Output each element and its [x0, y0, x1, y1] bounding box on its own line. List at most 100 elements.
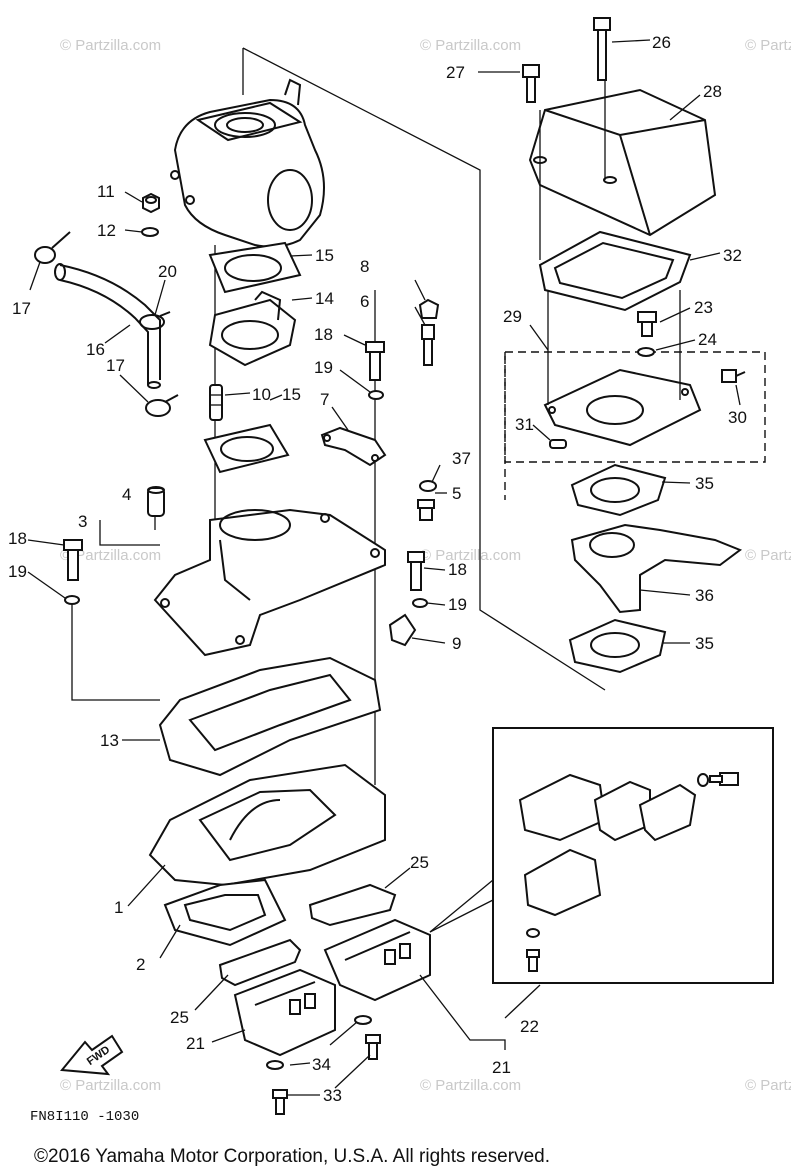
callout: 27	[446, 63, 465, 82]
gasket-2	[163, 878, 287, 947]
screw-33-right	[365, 1034, 381, 1060]
hose-clamp-20	[139, 311, 171, 330]
callout: 14	[315, 289, 334, 308]
callout: 25	[410, 853, 429, 872]
watermarks: © Partzilla.com © Partzilla.com © Partzi…	[60, 37, 791, 1094]
callout: 35	[695, 474, 714, 493]
reed-valve-21-right	[323, 918, 431, 1002]
group-29-dashed-box	[504, 351, 766, 463]
bolt-27	[522, 64, 540, 103]
callout: 7	[320, 390, 329, 409]
watermark: © Partzilla.com	[745, 547, 791, 564]
washer-34-left	[266, 1060, 284, 1070]
callout: 21	[186, 1034, 205, 1053]
callout: 17	[12, 299, 31, 318]
cap-8	[418, 298, 440, 319]
bolt-18-left	[63, 539, 83, 581]
watermark: © Partzilla.com	[745, 37, 791, 54]
callout: 18	[314, 325, 333, 344]
callout: 2	[136, 955, 145, 974]
washer-19-right	[412, 598, 428, 608]
callout: 32	[723, 246, 742, 265]
washer-34-right	[354, 1015, 372, 1025]
cover-28	[528, 88, 717, 237]
cylinder-part	[170, 78, 325, 248]
callout: 28	[703, 82, 722, 101]
callout: 19	[8, 562, 27, 581]
fwd-arrow: FWD	[60, 1034, 124, 1076]
bolt-18-upper	[365, 341, 385, 381]
assembly-outline-lines	[71, 47, 766, 785]
clip-9	[388, 613, 417, 647]
callout: 23	[694, 298, 713, 317]
reed-valve-detail-box	[492, 727, 774, 984]
watermark: © Partzilla.com	[420, 37, 521, 54]
screw-33-left	[272, 1089, 288, 1115]
copyright-notice: ©2016 Yamaha Motor Corporation, U.S.A. A…	[34, 1146, 550, 1167]
callout: 5	[452, 484, 461, 503]
watermark: © Partzilla.com	[420, 547, 521, 564]
silencer-base-29	[543, 368, 702, 447]
pin-31	[549, 439, 567, 449]
callout: 6	[360, 292, 369, 311]
callout: 20	[158, 262, 177, 281]
fitting-6	[421, 324, 435, 366]
dowel-10	[209, 384, 223, 421]
callout: 19	[314, 358, 333, 377]
callout: 30	[728, 408, 747, 427]
washer-37	[419, 480, 437, 492]
callout: 18	[448, 560, 467, 579]
bolt-18-right	[407, 551, 425, 591]
callout: 18	[8, 529, 27, 548]
callout: 29	[503, 307, 522, 326]
stay-36	[570, 523, 743, 614]
collar-4	[147, 486, 165, 517]
gasket-25-left	[218, 938, 302, 987]
callout: 15	[282, 385, 301, 404]
callout: 26	[652, 33, 671, 52]
callout: 10	[252, 385, 271, 404]
hose-clamp-17-bottom	[145, 394, 179, 417]
callout: 1	[114, 898, 123, 917]
watermark: © Partzilla.com	[60, 37, 161, 54]
washer-12	[141, 227, 159, 237]
watermark: © Partzilla.com	[745, 1077, 791, 1094]
callout: 21	[492, 1058, 511, 1077]
hose-16	[54, 263, 161, 389]
base-plate-1	[148, 763, 386, 887]
gasket-15-middle	[203, 423, 290, 474]
washer-19-left	[64, 595, 80, 605]
callout: 3	[78, 512, 87, 531]
callout: 4	[122, 485, 131, 504]
drawing-code: FN8I110 -1030	[30, 1109, 139, 1125]
callout: 33	[323, 1086, 342, 1105]
callout: 35	[695, 634, 714, 653]
callout: 11	[97, 182, 115, 201]
gasket-25-right	[308, 883, 397, 927]
callout: 17	[106, 356, 125, 375]
callout: 19	[448, 595, 467, 614]
washer-24	[637, 347, 655, 357]
joint-14	[208, 290, 297, 367]
callout: 12	[97, 221, 116, 240]
callout: 22	[520, 1017, 539, 1036]
manifold-3	[153, 508, 386, 657]
watermark: © Partzilla.com	[420, 1077, 521, 1094]
gasket-13	[158, 656, 382, 777]
callout: 25	[170, 1008, 189, 1027]
washer-19-upper	[368, 390, 384, 400]
plug-5	[417, 499, 435, 521]
callout: 34	[312, 1055, 331, 1074]
callout-labels: 26 27 28 32 29 23 24 30 31 35 36 35 11 1…	[8, 33, 747, 1105]
bolt-23	[637, 311, 657, 337]
gasket-32	[538, 230, 692, 312]
callout: 24	[698, 330, 717, 349]
gasket-15-top	[208, 241, 302, 294]
hose-clamp-17-top	[34, 231, 71, 264]
callout: 9	[452, 634, 461, 653]
callout: 15	[315, 246, 334, 265]
callout: 36	[695, 586, 714, 605]
gasket-35-lower	[568, 618, 667, 674]
